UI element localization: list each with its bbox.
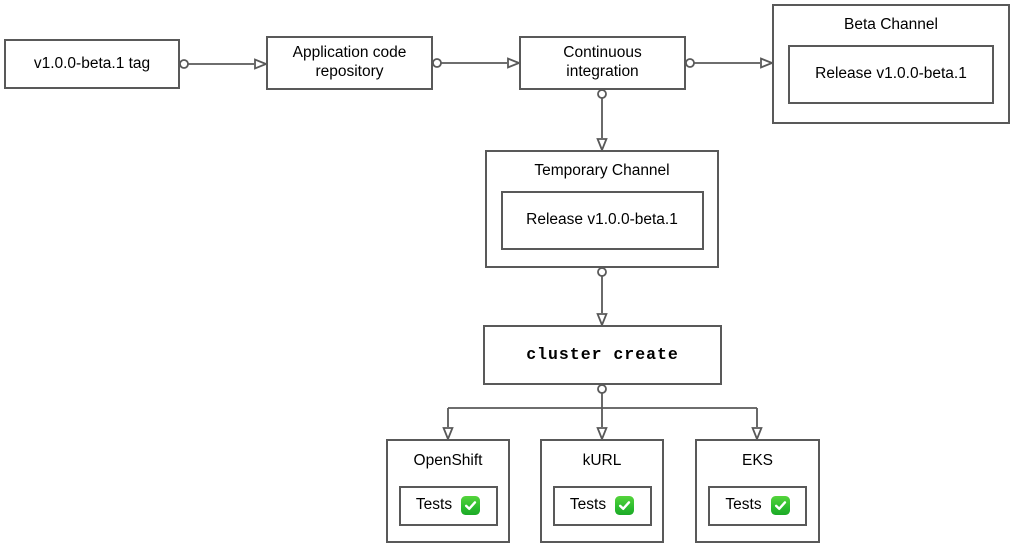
check-mark-icon bbox=[461, 496, 481, 516]
node-beta-release: Release v1.0.0-beta.1 bbox=[788, 44, 994, 104]
node-cluster-create: cluster create bbox=[483, 325, 722, 385]
temporary-release-label: Release v1.0.0-beta.1 bbox=[526, 210, 678, 228]
node-cluster-kurl: kURL Tests bbox=[540, 439, 664, 543]
node-continuous-integration-label: Continuous integration bbox=[563, 44, 642, 80]
arrow-cluster-create-to-clusters bbox=[442, 384, 763, 442]
node-app-code-repository-label: Application code repository bbox=[292, 44, 407, 80]
arrow-temp-channel-to-cluster-create bbox=[596, 267, 608, 328]
tests-label: Tests bbox=[725, 496, 762, 514]
arrow-ci-to-temp-channel bbox=[596, 89, 608, 153]
arrow-repo-to-ci bbox=[432, 57, 522, 69]
node-beta-channel: Beta Channel Release v1.0.0-beta.1 bbox=[772, 4, 1010, 124]
tests-label: Tests bbox=[569, 496, 607, 514]
check-mark-icon bbox=[615, 496, 635, 516]
node-version-tag-label: v1.0.0-beta.1 tag bbox=[33, 54, 151, 72]
cluster-kurl-title: kURL bbox=[582, 452, 622, 469]
beta-channel-title: Beta Channel bbox=[844, 16, 938, 33]
arrow-ci-to-beta-channel bbox=[685, 57, 775, 69]
openshift-tests-box: Tests bbox=[398, 485, 498, 526]
check-mark-icon bbox=[770, 496, 790, 516]
cluster-openshift-title: OpenShift bbox=[413, 452, 483, 469]
cluster-eks-title: EKS bbox=[741, 452, 773, 469]
temporary-channel-title: Temporary Channel bbox=[534, 162, 670, 179]
node-version-tag: v1.0.0-beta.1 tag bbox=[4, 39, 180, 89]
node-cluster-openshift: OpenShift Tests bbox=[386, 439, 510, 543]
eks-tests-box: Tests bbox=[708, 485, 807, 526]
arrow-tag-to-repo bbox=[179, 58, 269, 70]
node-continuous-integration: Continuous integration bbox=[519, 36, 686, 90]
cluster-create-label: cluster create bbox=[526, 345, 679, 365]
node-app-code-repository: Application code repository bbox=[266, 36, 433, 90]
kurl-tests-box: Tests bbox=[552, 485, 652, 526]
node-temporary-channel: Temporary Channel Release v1.0.0-beta.1 bbox=[485, 150, 719, 268]
node-cluster-eks: EKS Tests bbox=[695, 439, 820, 543]
tests-label: Tests bbox=[415, 496, 453, 514]
node-temporary-release: Release v1.0.0-beta.1 bbox=[500, 190, 704, 250]
beta-release-label: Release v1.0.0-beta.1 bbox=[815, 64, 967, 82]
